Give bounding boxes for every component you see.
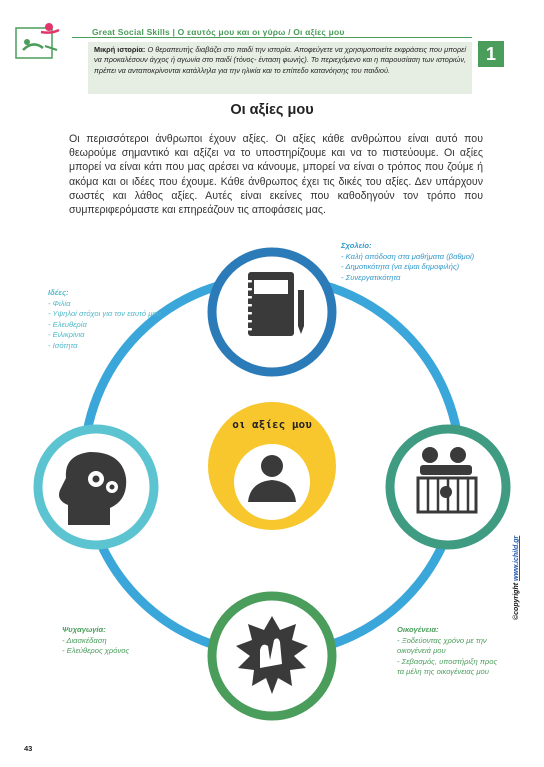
list-item: Υψηλοί στόχοι για τον εαυτό μου: [48, 309, 168, 320]
section-number-badge: 1: [478, 41, 504, 67]
school-heading: Σχολείο:: [341, 241, 372, 250]
list-item: Ξοδεύοντας χρόνο με την οικογένειά μου: [397, 636, 499, 657]
ideas-heading: Ιδέες:: [48, 288, 69, 297]
list-item: Καλή απόδοση στα μαθήματα (βαθμοί): [341, 252, 511, 263]
list-item: Διασκέδαση: [62, 636, 172, 647]
story-label: Μικρή ιστορία:: [94, 45, 146, 54]
short-story-box: Μικρή ιστορία: Ο θεραπευτής διαβάζει στο…: [88, 42, 472, 94]
list-item: Ισότητα: [48, 341, 168, 352]
school-node: [207, 247, 337, 377]
ideas-node: [33, 424, 159, 550]
center-label: οι αξίες μου: [232, 418, 312, 431]
clapping-hands-icon: [236, 616, 308, 694]
list-item: Δημοτικότητα (να είμαι δημοφιλής): [341, 262, 511, 273]
list-item: Σεβασμός, υποστήριξη προς τα μέλη της οι…: [397, 657, 499, 678]
list-item: Ελεύθερος χρόνος: [62, 646, 172, 657]
copyright-prefix: ©copyright: [513, 582, 520, 620]
center-node: [208, 402, 336, 530]
leisure-annotation: Ψυχαγωγία: Διασκέδαση Ελεύθερος χρόνος: [62, 625, 172, 657]
list-item: Ειλικρίνια: [48, 330, 168, 341]
logo-icon: [15, 23, 60, 59]
person-icon: [248, 455, 296, 502]
story-text: Ο θεραπευτής διαβάζει στο παιδί την ιστο…: [94, 45, 466, 75]
page-number: 43: [24, 744, 33, 753]
leisure-node: [207, 591, 337, 721]
list-item: Συνεργατικότητα: [341, 273, 511, 284]
intro-paragraph: Οι περισσότεροι άνθρωποι έχουν αξίες. Οι…: [69, 133, 483, 217]
leisure-heading: Ψυχαγωγία:: [62, 625, 106, 634]
family-crib-icon: [416, 447, 478, 514]
list-item: Ελευθερία: [48, 320, 168, 331]
head-gears-icon: [59, 452, 127, 525]
copyright-link[interactable]: www.ichild.gr: [513, 535, 520, 581]
header-divider: [72, 37, 472, 38]
ideas-annotation: Ιδέες: Φιλία Υψηλοί στόχοι για τον εαυτό…: [48, 288, 168, 351]
page-title: Οι αξίες μου: [230, 102, 314, 118]
family-annotation: Οικογένεια: Ξοδεύοντας χρόνο με την οικο…: [397, 625, 499, 678]
school-annotation: Σχολείο: Καλή απόδοση στα μαθήματα (βαθμ…: [341, 241, 511, 283]
family-heading: Οικογένεια:: [397, 625, 439, 634]
copyright-notice: ©copyright www.ichild.gr: [513, 536, 520, 620]
list-item: Φιλία: [48, 299, 168, 310]
header-title: Great Social Skills | Ο εαυτός μου και ο…: [92, 27, 345, 37]
notebook-icon: [245, 272, 304, 336]
family-node: [385, 424, 511, 550]
